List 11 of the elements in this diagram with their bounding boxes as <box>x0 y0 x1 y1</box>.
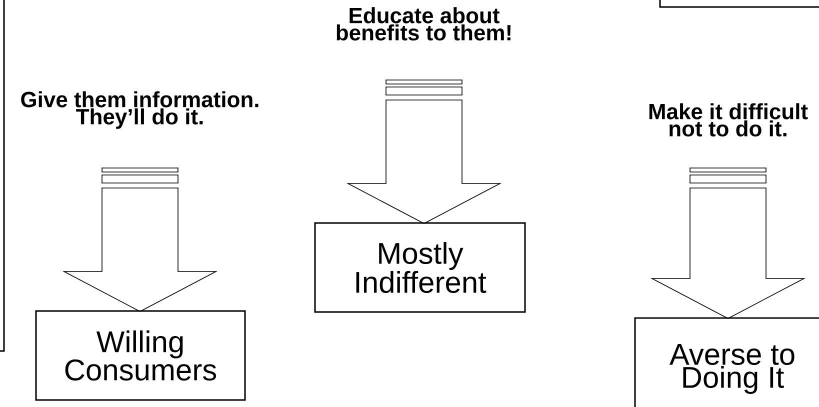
block-arrow <box>62 168 218 312</box>
block-arrow <box>346 80 502 224</box>
label-box: Willing Consumers <box>35 310 246 401</box>
block-arrow <box>650 168 806 319</box>
label-box: Averse to Doing It <box>634 317 819 407</box>
instruction-text: Educate about benefits to them! <box>336 7 510 41</box>
instruction-text: Make it difficult not to do it. <box>649 103 808 137</box>
empty-box <box>0 0 5 352</box>
empty-box <box>659 0 819 8</box>
instruction-text: Give them information. They’ll do it. <box>21 91 258 129</box>
label-box: Mostly Indifferent <box>314 222 526 313</box>
